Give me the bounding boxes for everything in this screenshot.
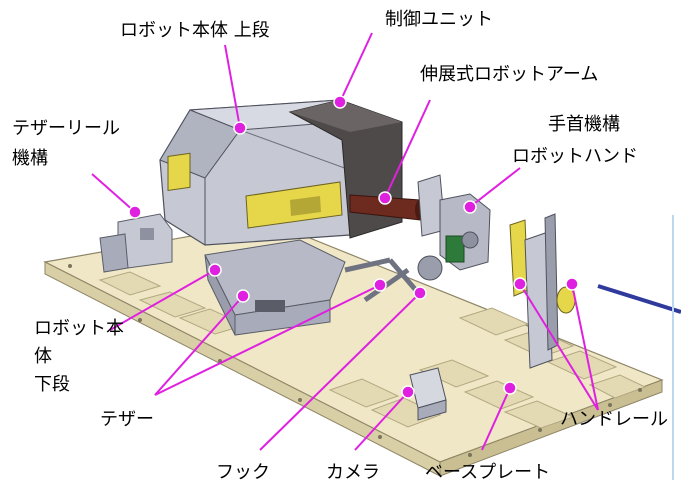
label-tether: テザー	[100, 409, 154, 430]
label-hook: フック	[216, 462, 270, 483]
label-wrist-line2: ロボットハンド	[512, 146, 638, 167]
label-camera: カメラ	[326, 462, 380, 483]
wrist-hand	[417, 174, 491, 281]
leader-dots	[128, 95, 579, 399]
label-lower-body-line2: 体	[34, 346, 52, 367]
camera-unit	[409, 367, 447, 421]
label-base-plate: ベースプレート	[425, 462, 551, 483]
base-plate	[43, 221, 664, 477]
label-wrist-line1: 手首機構	[548, 114, 620, 135]
label-control-unit: 制御ユニット	[385, 9, 493, 30]
handrail-structure	[509, 213, 576, 369]
label-extendable-arm: 伸展式ロボットアーム	[420, 64, 599, 85]
tether-reel-mechanism	[99, 213, 173, 273]
label-lower-body-line3: 下段	[34, 374, 70, 395]
label-tether-reel-line2: 機構	[12, 148, 48, 169]
label-handrail: ハンドレール	[560, 409, 668, 430]
label-upper-body: ロボット本体 上段	[120, 20, 270, 41]
label-tether-reel-line1: テザーリール	[12, 118, 120, 139]
pointer-line	[597, 284, 681, 314]
extendable-arm	[349, 194, 425, 221]
leader-lines	[91, 32, 599, 451]
side-panel-edge	[672, 215, 681, 480]
label-lower-body-line1: ロボット本	[34, 318, 124, 339]
